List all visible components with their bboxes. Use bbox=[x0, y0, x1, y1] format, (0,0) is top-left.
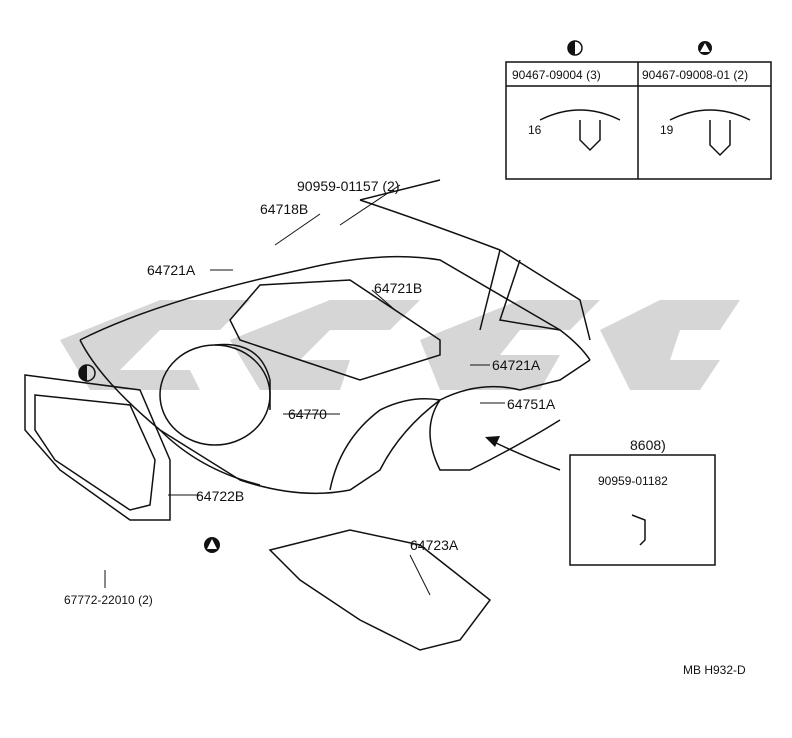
car-body bbox=[79, 179, 591, 495]
pointer-arrow-head bbox=[485, 436, 500, 447]
label-64721A-right: 64721A bbox=[492, 357, 541, 373]
label-64718B: 64718B bbox=[260, 201, 308, 217]
label-64722B: 64722B bbox=[196, 488, 244, 504]
watermark-logo bbox=[60, 300, 740, 390]
leader-lines bbox=[104, 184, 505, 596]
inset-box bbox=[569, 454, 716, 566]
floor-mat bbox=[268, 529, 492, 651]
trim-board bbox=[24, 374, 171, 521]
table-part-2: 90467-09008-01 (2) bbox=[642, 68, 748, 82]
label-64723A: 64723A bbox=[410, 537, 459, 553]
label-64751A: 64751A bbox=[507, 396, 556, 412]
clip-table bbox=[505, 61, 772, 180]
inset-part: 90959-01182 bbox=[598, 474, 668, 488]
triangle-circle-symbol-bottom bbox=[204, 537, 220, 553]
triangle-circle-symbol bbox=[698, 41, 712, 55]
inset-title: 8608) bbox=[630, 437, 666, 453]
label-90959-01157: 90959-01157 (2) bbox=[297, 178, 399, 194]
label-64721B: 64721B bbox=[374, 280, 422, 296]
label-67772-22010: 67772-22010 (2) bbox=[64, 593, 153, 607]
table-dim-2: 19 bbox=[660, 123, 674, 137]
spare-tire bbox=[159, 343, 271, 446]
half-circle-symbol bbox=[567, 40, 583, 56]
label-64770: 64770 bbox=[288, 406, 327, 422]
table-dim-1: 16 bbox=[528, 123, 542, 137]
table-part-1: 90467-09004 (3) bbox=[512, 68, 601, 82]
label-64721A-top: 64721A bbox=[147, 262, 196, 278]
footer-code: MB H932-D bbox=[683, 663, 746, 677]
half-circle-symbol-left bbox=[78, 364, 96, 382]
